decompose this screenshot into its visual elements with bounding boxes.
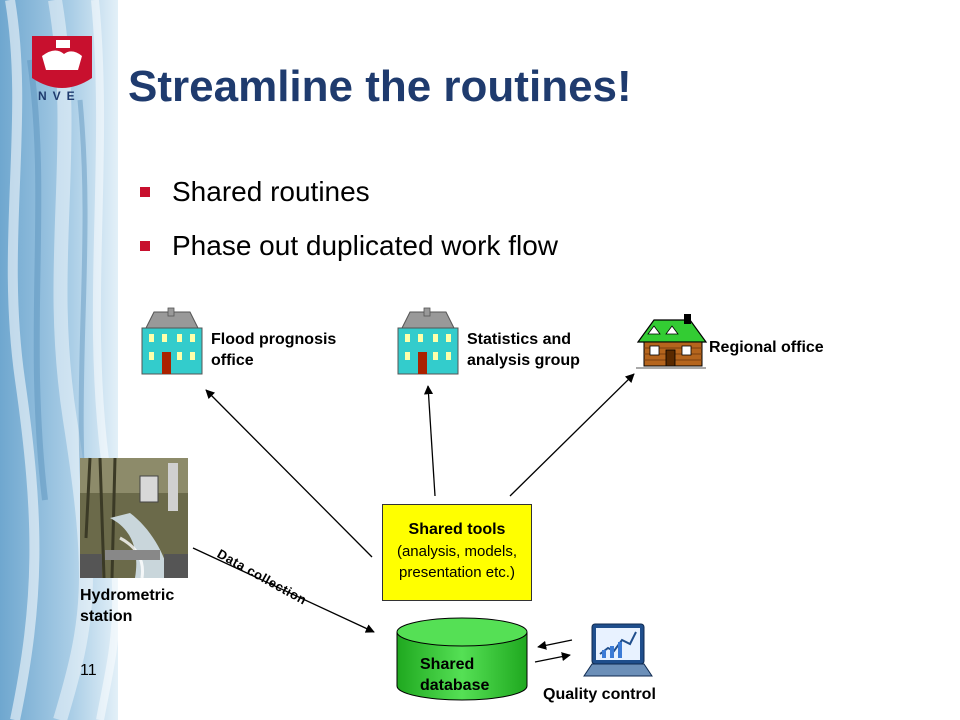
quality-control-laptop-icon xyxy=(583,623,653,677)
stats-group-label: Statistics and analysis group xyxy=(467,329,580,371)
bullet-text: Phase out duplicated work flow xyxy=(172,230,558,261)
water-strip xyxy=(0,0,121,720)
stats-group-label-line: analysis group xyxy=(467,352,580,369)
regional-office-label: Regional office xyxy=(709,339,824,356)
shared-tools-title: Shared tools xyxy=(408,521,506,538)
nve-logo: NVE xyxy=(32,36,92,103)
shared-db-label-line: Shared xyxy=(420,656,475,673)
bullet-square-icon xyxy=(140,240,150,251)
bullet-text: Shared routines xyxy=(172,176,370,207)
logo-text: NVE xyxy=(38,89,81,103)
hydrometric-station-label: Hydrometric station xyxy=(80,585,174,627)
diagram-arrows xyxy=(192,373,635,663)
hydrometric-station-photo xyxy=(80,457,188,579)
arrow-tools-to-regional xyxy=(509,373,635,497)
slide-number: 11 xyxy=(80,662,97,679)
flood-office-label-line: Flood prognosis xyxy=(211,331,337,348)
shared-tools-detail: (analysis, models, xyxy=(396,543,518,560)
bullet-square-icon xyxy=(140,186,150,197)
shared-database-cylinder-icon xyxy=(396,617,528,701)
slide-title: Streamline the routines! xyxy=(128,62,632,111)
quality-control-label: Quality control xyxy=(543,686,656,703)
flood-office-label-line: office xyxy=(211,352,254,369)
shared-tools-box: Shared tools (analysis, models, presenta… xyxy=(382,504,532,601)
stats-group-label-line: Statistics and xyxy=(467,331,572,348)
shared-tools-detail: presentation etc.) xyxy=(399,564,515,581)
hydrometric-label-line: station xyxy=(80,608,133,625)
arrow-db-to-qc xyxy=(534,652,571,663)
regional-office-house-icon xyxy=(636,314,708,369)
bullet-item: Shared routines xyxy=(140,176,370,208)
bullet-item: Phase out duplicated work flow xyxy=(140,230,558,262)
shared-db-label-line: database xyxy=(420,677,490,694)
hydrometric-label-line: Hydrometric xyxy=(80,587,175,604)
arrow-station-to-db xyxy=(192,547,375,633)
shared-database-label: Shared database xyxy=(420,654,489,696)
arrow-tools-to-stats xyxy=(423,385,436,497)
arrow-qc-to-db xyxy=(537,639,573,650)
stats-group-building-icon xyxy=(397,307,459,375)
arrow-tools-to-flood xyxy=(205,389,373,558)
flood-office-building-icon xyxy=(141,307,203,375)
flood-office-label: Flood prognosis office xyxy=(211,329,336,371)
